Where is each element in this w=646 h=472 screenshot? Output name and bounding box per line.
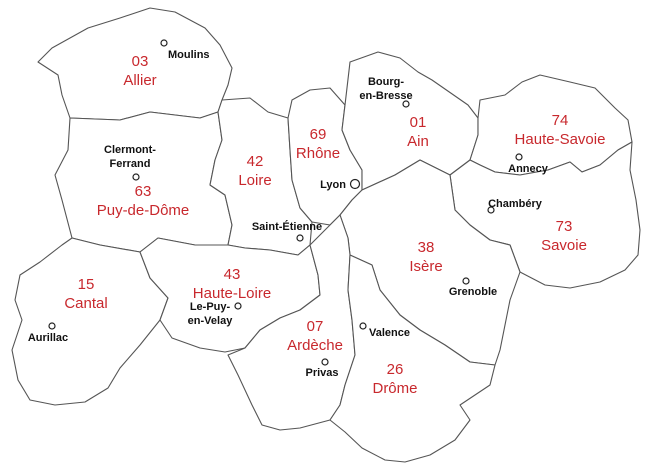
city-label: Saint-Étienne xyxy=(252,220,322,233)
city-label: Clermont- xyxy=(104,144,156,156)
city-marker-icon xyxy=(359,322,367,330)
city-clermont-ferrand[interactable]: Clermont- Ferrand xyxy=(104,144,156,181)
city-label: Le-Puy- xyxy=(190,301,231,313)
city-bourg-en-bresse[interactable]: Bourg-en-Bresse xyxy=(359,76,413,108)
city-moulins[interactable]: Moulins xyxy=(160,39,210,61)
city-label: Moulins xyxy=(168,49,210,61)
city-lyon[interactable]: Lyon xyxy=(320,178,361,191)
city-annecy[interactable]: Annecy xyxy=(508,153,549,175)
city-marker-icon xyxy=(402,100,410,108)
city-grenoble[interactable]: Grenoble xyxy=(449,277,497,298)
dept-43-name: Haute-Loire xyxy=(193,285,271,302)
dept-03-number: 03 xyxy=(132,53,149,70)
city-label: Grenoble xyxy=(449,286,497,298)
dept-73-name: Savoie xyxy=(541,237,587,254)
dept-63-name: Puy-de-Dôme xyxy=(97,202,190,219)
city-marker-icon xyxy=(462,277,470,285)
dept-43-number: 43 xyxy=(224,266,241,283)
dept-63-number: 63 xyxy=(135,183,152,200)
city-chambery[interactable]: Chambéry xyxy=(487,198,543,214)
dept-74-name: Haute-Savoie xyxy=(515,131,606,148)
dept-07-name: Ardèche xyxy=(287,337,343,354)
city-marker-icon xyxy=(515,153,523,161)
department-63-shape[interactable] xyxy=(54,111,233,253)
city-label: Valence xyxy=(369,327,410,339)
city-label: en-Velay xyxy=(188,315,234,327)
city-marker-icon xyxy=(160,39,168,47)
city-aurillac[interactable]: Aurillac xyxy=(28,322,68,344)
city-marker-icon xyxy=(349,178,361,190)
dept-26-number: 26 xyxy=(387,361,404,378)
city-saint-etienne[interactable]: Saint-Étienne xyxy=(252,220,322,242)
city-label: Ferrand xyxy=(110,158,151,170)
city-marker-icon xyxy=(296,234,304,242)
dept-07-number: 07 xyxy=(307,318,324,335)
department-07-shape[interactable] xyxy=(227,214,356,431)
city-label: Lyon xyxy=(320,179,346,191)
dept-69-name: Rhône xyxy=(296,145,340,162)
city-marker-icon xyxy=(487,206,495,214)
city-label: en-Bresse xyxy=(359,90,412,102)
city-marker-icon xyxy=(234,302,242,310)
city-marker-icon xyxy=(321,358,329,366)
dept-38-name: Isère xyxy=(409,258,442,275)
dept-74-number: 74 xyxy=(552,112,569,129)
city-label: Annecy xyxy=(508,163,549,175)
city-le-puy-en-velay[interactable]: Le-Puy-en-Velay xyxy=(188,301,242,327)
dept-42-name: Loire xyxy=(238,172,271,189)
dept-42-number: 42 xyxy=(247,153,264,170)
city-label: Bourg- xyxy=(368,76,404,88)
dept-69-number: 69 xyxy=(310,126,327,143)
city-marker-icon xyxy=(132,173,140,181)
city-valence[interactable]: Valence xyxy=(359,322,410,339)
dept-26-name: Drôme xyxy=(372,380,417,397)
dept-15-number: 15 xyxy=(78,276,95,293)
city-label: Aurillac xyxy=(28,332,68,344)
department-shapes xyxy=(11,7,641,463)
dept-38-number: 38 xyxy=(418,239,435,256)
department-26-shape[interactable] xyxy=(329,254,496,463)
dept-01-number: 01 xyxy=(410,114,427,131)
city-label: Privas xyxy=(305,367,338,379)
dept-01-name: Ain xyxy=(407,133,429,150)
dept-15-name: Cantal xyxy=(64,295,107,312)
city-marker-icon xyxy=(48,322,56,330)
dept-03-name: Allier xyxy=(123,72,156,89)
city-label: Chambéry xyxy=(488,198,543,210)
city-privas[interactable]: Privas xyxy=(305,358,339,379)
dept-73-number: 73 xyxy=(556,218,573,235)
